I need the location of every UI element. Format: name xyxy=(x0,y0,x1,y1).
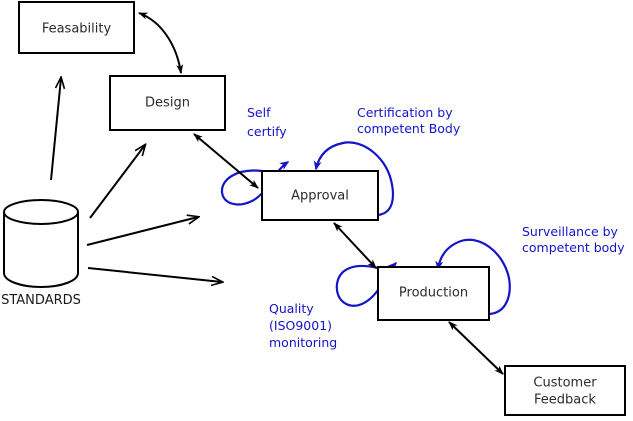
connector-feasability-design xyxy=(138,12,184,74)
annotation-self-certify-line1: Self xyxy=(247,105,271,120)
node-feasability[interactable]: Feasability xyxy=(18,1,135,54)
annotation-quality-line3: monitoring xyxy=(269,335,337,350)
annotation-quality-monitoring: Quality (ISO9001) monitoring xyxy=(269,301,337,350)
annotation-certification-line2: competent Body xyxy=(357,121,461,136)
node-production-label: Production xyxy=(399,286,468,301)
annotation-certification: Certification by competent Body xyxy=(357,105,461,136)
node-design-label: Design xyxy=(145,96,190,111)
node-approval-label: Approval xyxy=(291,189,349,204)
connector-design-approval xyxy=(193,133,259,189)
node-design[interactable]: Design xyxy=(109,75,226,131)
node-approval[interactable]: Approval xyxy=(261,170,379,221)
connector-standards-design xyxy=(89,145,145,219)
node-production[interactable]: Production xyxy=(377,266,490,321)
connector-standards-feasability xyxy=(50,78,61,181)
annotation-certification-line1: Certification by xyxy=(357,105,453,120)
node-customer-feedback-label-line1: Customer xyxy=(533,376,597,391)
connector-standards-production xyxy=(87,267,222,282)
connector-standards-approval xyxy=(86,217,198,246)
annotation-quality-line1: Quality xyxy=(269,301,314,316)
connector-approval-production xyxy=(333,222,377,269)
annotation-self-certify-line2: certify xyxy=(247,124,287,139)
loop-surveillance xyxy=(435,238,511,316)
node-standards[interactable]: STANDARDS xyxy=(1,199,81,308)
annotation-surveillance-line1: Surveillance by xyxy=(522,224,619,239)
annotation-surveillance: Surveillance by competent body xyxy=(522,224,625,255)
annotation-self-certify: Self certify xyxy=(247,105,287,139)
annotation-quality-line2: (ISO9001) xyxy=(269,318,332,333)
node-customer-feedback-label-line2: Feedback xyxy=(534,393,596,408)
node-customer-feedback[interactable]: Customer Feedback xyxy=(504,365,626,416)
loop-certification xyxy=(313,141,395,217)
annotation-surveillance-line2: competent body xyxy=(522,240,625,255)
connector-production-customer-feedback xyxy=(448,321,504,375)
node-feasability-label: Feasability xyxy=(42,22,112,37)
node-standards-label: STANDARDS xyxy=(1,293,81,308)
